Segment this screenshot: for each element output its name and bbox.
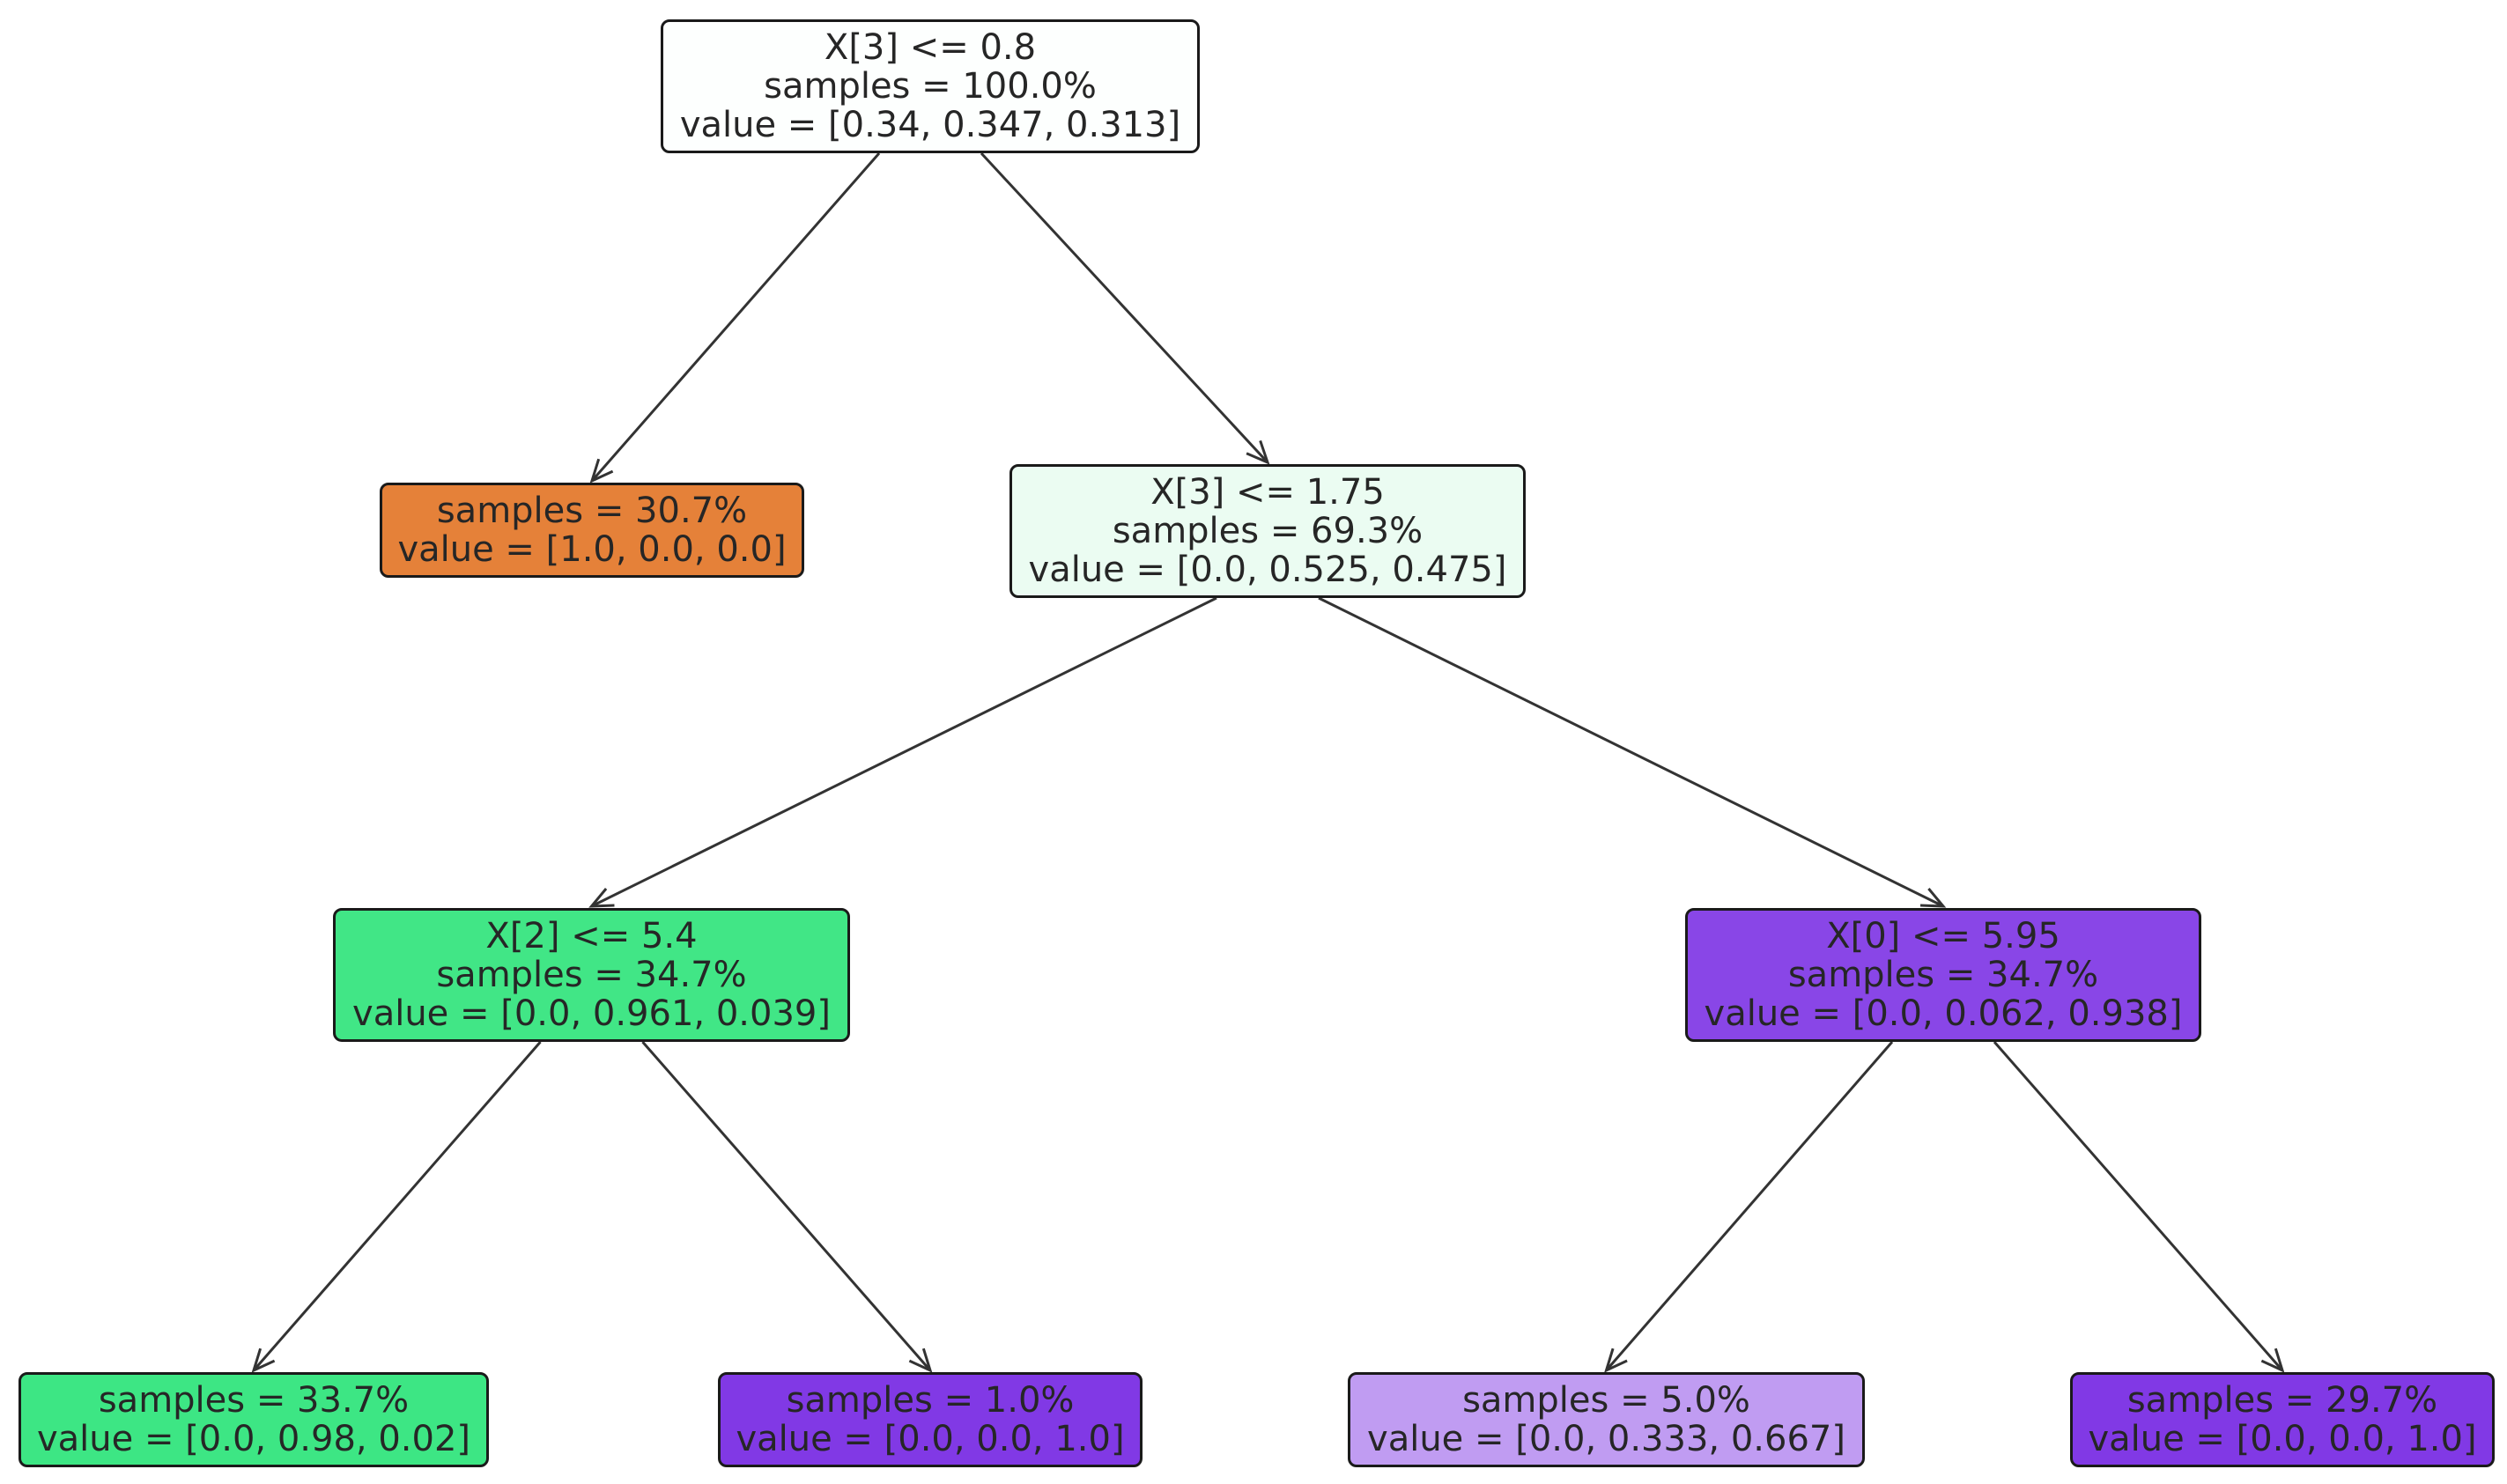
arrowhead-n1: [589, 458, 614, 484]
node-line: samples = 30.7%: [436, 491, 748, 531]
node-line: value = [0.0, 0.0, 1.0]: [736, 1419, 1125, 1459]
node-line: X[2] <= 5.4: [485, 916, 698, 956]
node-line: value = [0.0, 0.961, 0.039]: [352, 993, 831, 1034]
arrowhead-n5: [251, 1347, 276, 1373]
node-line: X[3] <= 0.8: [824, 27, 1037, 68]
arrowhead-n3: [588, 888, 615, 908]
node-line: value = [1.0, 0.0, 0.0]: [397, 529, 787, 570]
tree-node-n1: samples = 30.7%value = [1.0, 0.0, 0.0]: [380, 483, 804, 578]
node-line: samples = 29.7%: [2126, 1380, 2438, 1421]
tree-node-n7: samples = 5.0%value = [0.0, 0.333, 0.667…: [1348, 1372, 1865, 1467]
node-line: value = [0.0, 0.333, 0.667]: [1367, 1419, 1845, 1459]
edge-n4-n7: [1605, 1041, 1894, 1371]
node-line: samples = 1.0%: [786, 1380, 1075, 1421]
edge-root-n1: [590, 152, 881, 482]
edge-root-n2: [980, 151, 1269, 464]
arrowhead-n8: [2260, 1347, 2285, 1373]
arrowhead-n6: [908, 1347, 933, 1373]
node-line: samples = 34.7%: [436, 955, 747, 995]
node-line: samples = 33.7%: [98, 1380, 410, 1421]
node-line: X[3] <= 1.75: [1150, 472, 1385, 513]
node-line: X[0] <= 5.95: [1826, 916, 2060, 956]
arrowhead-n7: [1604, 1347, 1628, 1373]
node-line: samples = 69.3%: [1112, 511, 1424, 551]
edge-n3-n6: [641, 1041, 932, 1371]
arrowhead-n2: [1246, 439, 1270, 465]
node-line: samples = 34.7%: [1787, 955, 2099, 995]
node-line: value = [0.0, 0.525, 0.475]: [1028, 550, 1507, 590]
node-line: value = [0.0, 0.0, 1.0]: [2088, 1419, 2477, 1459]
node-line: value = [0.0, 0.062, 0.938]: [1704, 993, 2183, 1034]
node-line: samples = 5.0%: [1462, 1380, 1750, 1421]
node-line: samples = 100.0%: [764, 66, 1097, 107]
node-line: value = [0.34, 0.347, 0.313]: [679, 105, 1181, 145]
edge-n2-n4: [1318, 596, 1944, 908]
node-line: value = [0.0, 0.98, 0.02]: [36, 1419, 470, 1459]
edge-n2-n3: [590, 596, 1217, 908]
tree-node-n6: samples = 1.0%value = [0.0, 0.0, 1.0]: [718, 1372, 1143, 1467]
edge-n3-n5: [252, 1041, 542, 1371]
tree-node-n5: samples = 33.7%value = [0.0, 0.98, 0.02]: [18, 1372, 489, 1467]
arrowhead-n4: [1919, 888, 1947, 908]
tree-node-n8: samples = 29.7%value = [0.0, 0.0, 1.0]: [2070, 1372, 2495, 1467]
edge-n4-n8: [1993, 1041, 2284, 1371]
